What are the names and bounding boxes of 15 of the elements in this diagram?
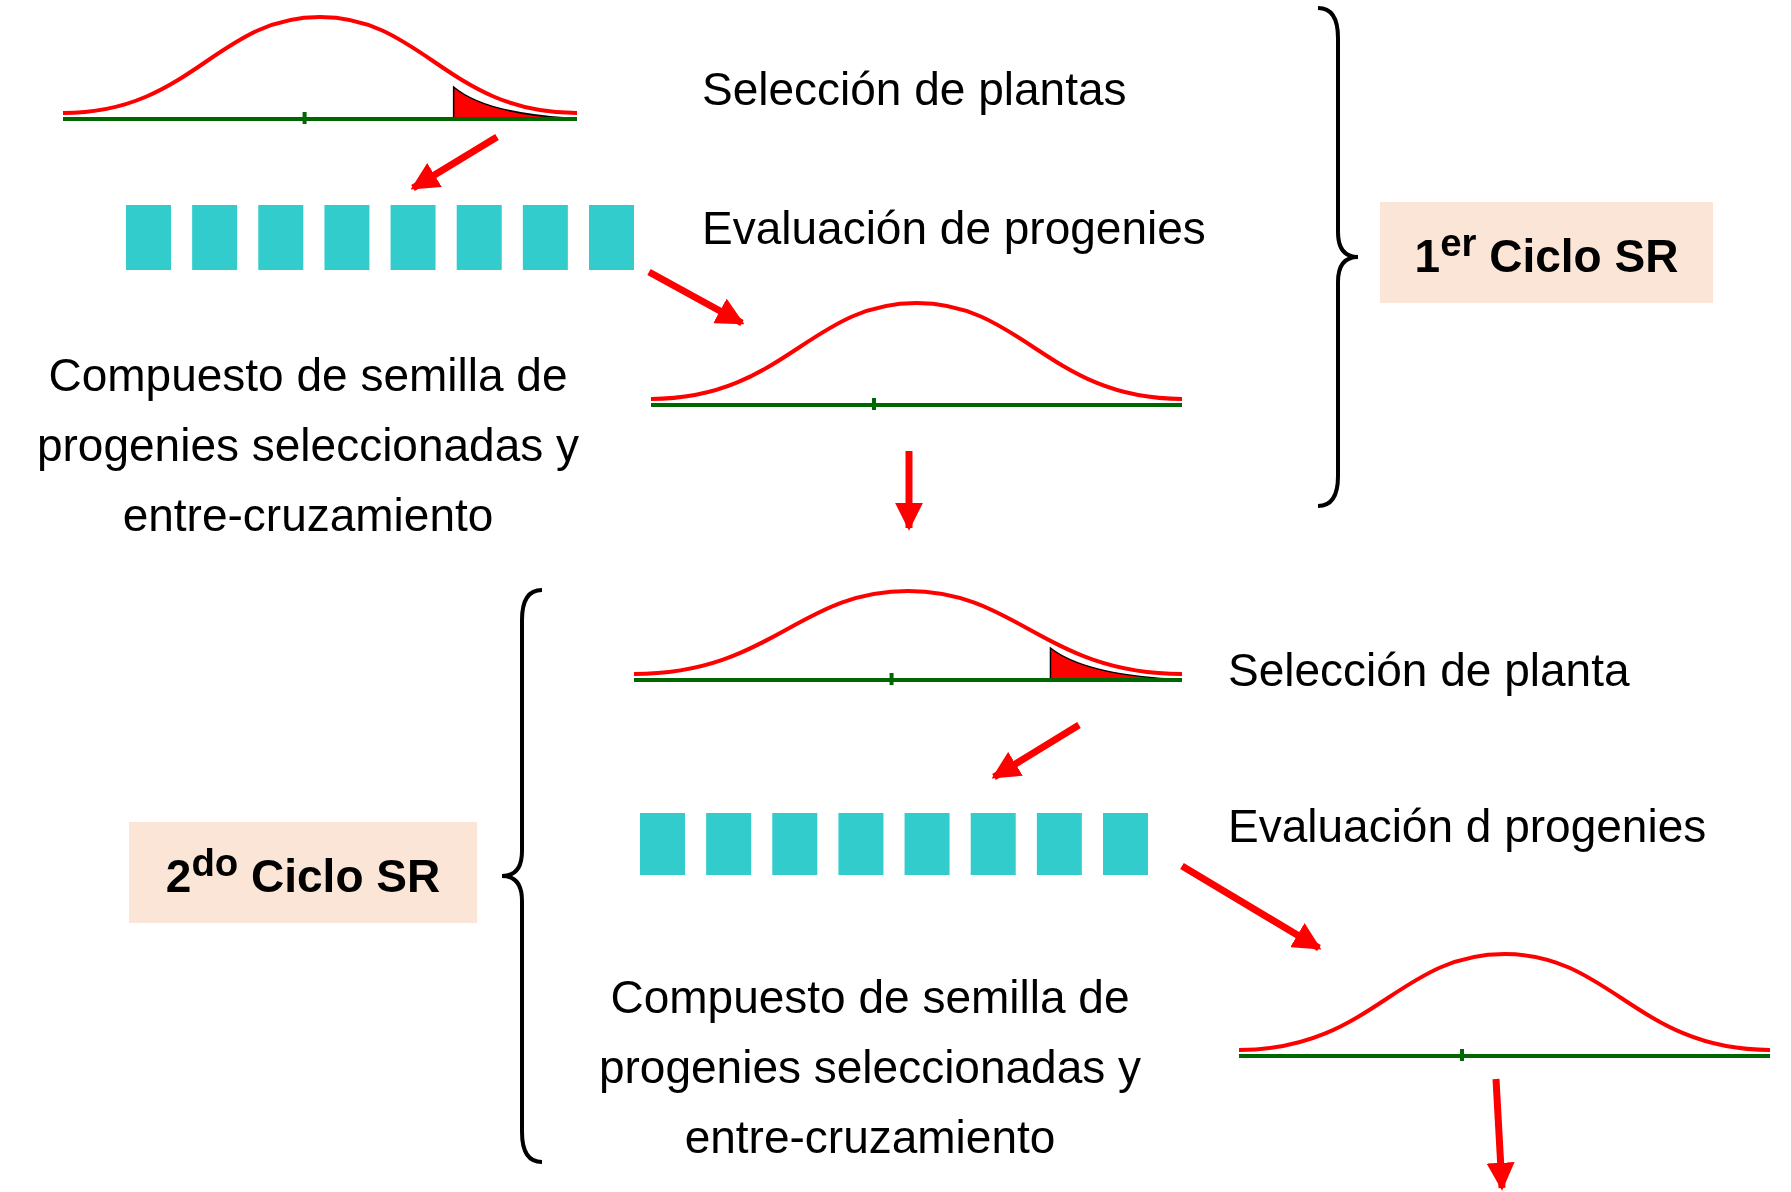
step-label: Evaluación de progenies (702, 201, 1206, 256)
plot-row-drawing (640, 813, 1148, 875)
step-label: Evaluación d progenies (1228, 799, 1707, 854)
cycle-label: 2$^{do}$ Ciclo SR (129, 822, 477, 923)
arrow (991, 722, 1081, 780)
description-text: Compuesto de semilla de progenies seleccionadas y entre-cruzamiento (35, 348, 581, 543)
arrow (1486, 1078, 1515, 1191)
arrow (410, 134, 499, 191)
arrow (647, 268, 745, 327)
step-label: Selección de plantas (702, 62, 1127, 117)
step-label: Selección de planta (1228, 643, 1630, 698)
description-text: Compuesto de semilla de progenies seleccionadas y entre-cruzamiento (597, 970, 1143, 1165)
plot-row-drawing (126, 205, 634, 270)
arrow (1180, 863, 1322, 951)
cycle-label: 1$^{er}$ Ciclo SR (1380, 202, 1713, 303)
